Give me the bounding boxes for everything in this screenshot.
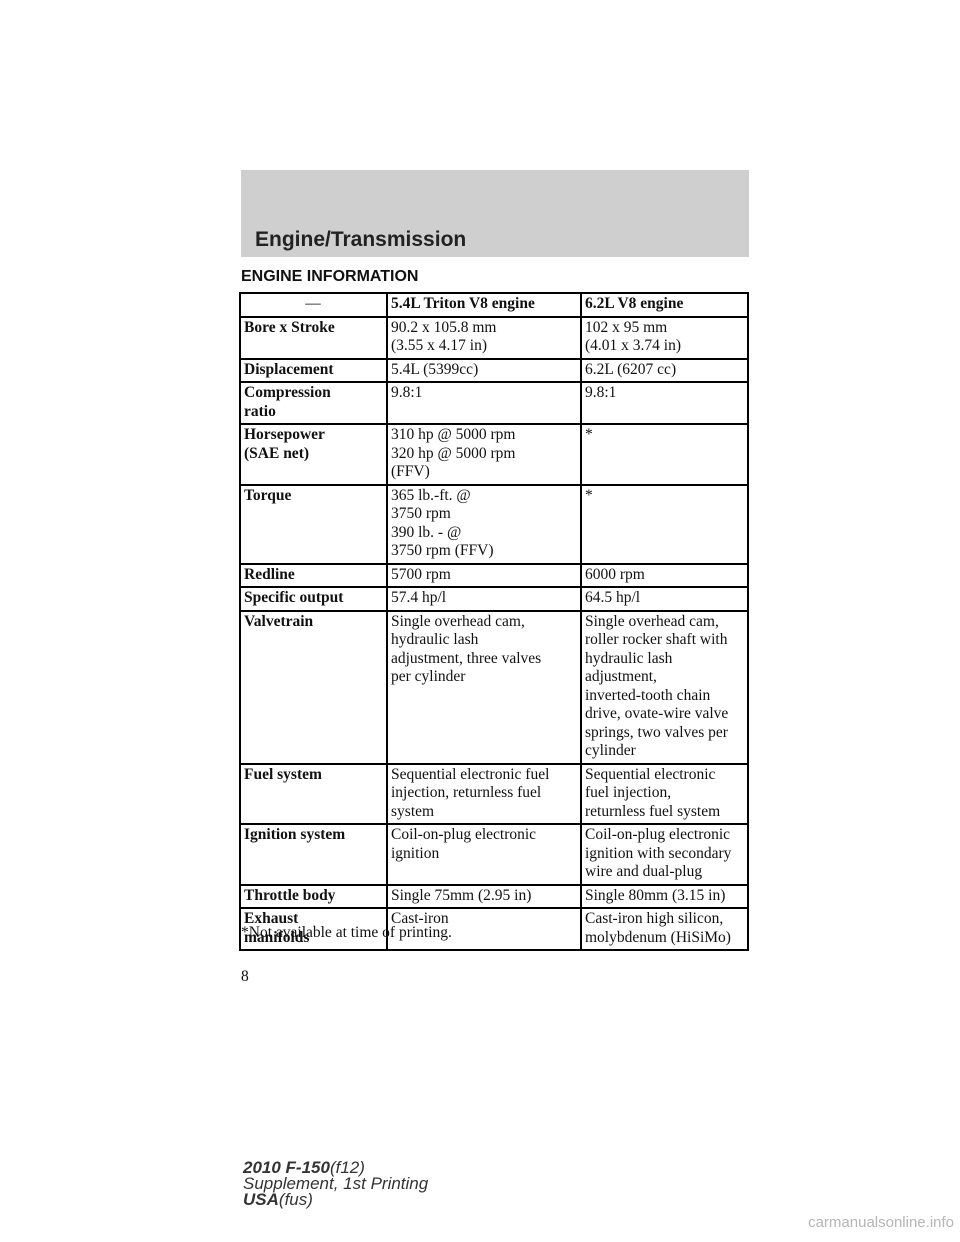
cell-6-2l: 102 x 95 mm (4.01 x 3.74 in) xyxy=(580,315,749,360)
table-row: Displacement 5.4L (5399cc) 6.2L (6207 cc… xyxy=(239,357,749,383)
table-row: Throttle body Single 75mm (2.95 in) Sing… xyxy=(239,883,749,909)
row-label: Specific output xyxy=(239,586,388,612)
footer-line-1: 2010 F-150(f12) xyxy=(243,1158,428,1177)
footer-line-3: USA(fus) xyxy=(243,1190,428,1209)
cell-6-2l: Cast-iron high silicon, molybdenum (HiSi… xyxy=(580,907,749,951)
table-row: Specific output 57.4 hp/l 64.5 hp/l xyxy=(239,586,749,612)
footer-market-code: (fus) xyxy=(278,1190,313,1209)
section-header-band: Engine/Transmission xyxy=(241,170,749,257)
row-label: Displacement xyxy=(239,357,388,383)
watermark: carmanualsonline.info xyxy=(808,1214,954,1231)
engine-spec-table: — 5.4L Triton V8 engine 6.2L V8 engine B… xyxy=(239,292,749,951)
cell-6-2l: * xyxy=(580,423,749,486)
footnote: *Not available at time of printing. xyxy=(241,924,452,941)
cell-5-4l: Coil-on-plug electronic ignition xyxy=(386,823,582,886)
cell-6-2l: * xyxy=(580,483,749,565)
table-header-row: — 5.4L Triton V8 engine 6.2L V8 engine xyxy=(239,292,749,318)
table-row: Horsepower (SAE net) 310 hp @ 5000 rpm 3… xyxy=(239,423,749,486)
table-row: Torque 365 lb.-ft. @ 3750 rpm 390 lb. - … xyxy=(239,483,749,565)
footer-market: USA xyxy=(243,1190,279,1209)
table-row: Valvetrain Single overhead cam, hydrauli… xyxy=(239,609,749,765)
cell-6-2l: 6.2L (6207 cc) xyxy=(580,357,749,383)
cell-5-4l: Cast-iron xyxy=(386,907,582,951)
document-footer: 2010 F-150(f12) Supplement, 1st Printing… xyxy=(243,1158,429,1209)
cell-5-4l: Sequential electronic fuel injection, re… xyxy=(386,762,582,825)
table-row: Fuel system Sequential electronic fuel i… xyxy=(239,762,749,825)
row-label: Redline xyxy=(239,562,388,588)
cell-6-2l: Coil-on-plug electronic ignition with se… xyxy=(580,823,749,886)
cell-6-2l: 64.5 hp/l xyxy=(580,586,749,612)
row-label: Valvetrain xyxy=(239,609,388,765)
cell-6-2l: Single overhead cam, roller rocker shaft… xyxy=(580,609,749,765)
table-row: Compression ratio 9.8:1 9.8:1 xyxy=(239,381,749,425)
cell-5-4l: 90.2 x 105.8 mm (3.55 x 4.17 in) xyxy=(386,315,582,360)
row-label: Fuel system xyxy=(239,762,388,825)
footer-line-2: Supplement, 1st Printing xyxy=(243,1174,429,1193)
cell-6-2l: 6000 rpm xyxy=(580,562,749,588)
footer-model-code: (f12) xyxy=(329,1158,365,1177)
cell-5-4l: 5.4L (5399cc) xyxy=(386,357,582,383)
table-row: Redline 5700 rpm 6000 rpm xyxy=(239,562,749,588)
cell-6-2l: 9.8:1 xyxy=(580,381,749,425)
cell-5-4l: 9.8:1 xyxy=(386,381,582,425)
row-label: Torque xyxy=(239,483,388,565)
table-row: Exhaust manifolds Cast-iron Cast-iron hi… xyxy=(239,907,749,951)
cell-5-4l: Single 75mm (2.95 in) xyxy=(386,883,582,909)
cell-6-2l: Sequential electronic fuel injection, re… xyxy=(580,762,749,825)
row-label: Compression ratio xyxy=(239,381,388,425)
page-number: 8 xyxy=(241,968,249,985)
cell-6-2l: Single 80mm (3.15 in) xyxy=(580,883,749,909)
table-row: Ignition system Coil-on-plug electronic … xyxy=(239,823,749,886)
row-label: Bore x Stroke xyxy=(239,315,388,360)
column-header-6-2l: 6.2L V8 engine xyxy=(580,292,749,318)
cell-5-4l: 310 hp @ 5000 rpm 320 hp @ 5000 rpm (FFV… xyxy=(386,423,582,486)
page-title: ENGINE INFORMATION xyxy=(241,268,419,285)
row-label: Throttle body xyxy=(239,883,388,909)
footer-model: 2010 F-150 xyxy=(243,1158,330,1177)
row-label: Horsepower (SAE net) xyxy=(239,423,388,486)
section-header-title: Engine/Transmission xyxy=(255,228,467,251)
cell-5-4l: 57.4 hp/l xyxy=(386,586,582,612)
column-header-blank: — xyxy=(239,292,388,318)
cell-5-4l: 365 lb.-ft. @ 3750 rpm 390 lb. - @ 3750 … xyxy=(386,483,582,565)
row-label: Exhaust manifolds xyxy=(239,907,388,951)
row-label: Ignition system xyxy=(239,823,388,886)
table-row: Bore x Stroke 90.2 x 105.8 mm (3.55 x 4.… xyxy=(239,315,749,360)
cell-5-4l: 5700 rpm xyxy=(386,562,582,588)
column-header-5-4l: 5.4L Triton V8 engine xyxy=(386,292,582,318)
cell-5-4l: Single overhead cam, hydraulic lash adju… xyxy=(386,609,582,765)
